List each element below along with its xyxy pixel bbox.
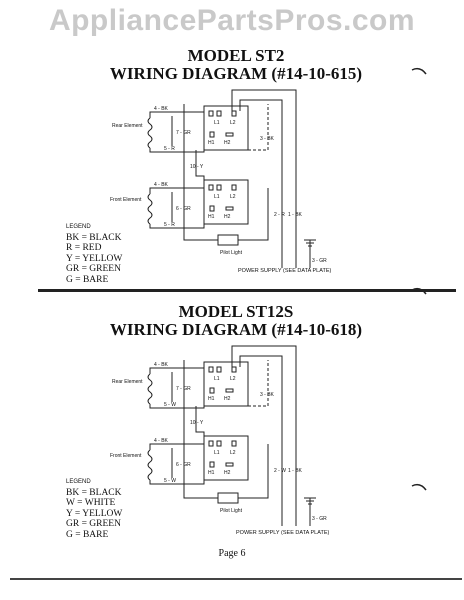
wiring-title-1: WIRING DIAGRAM (#14-10-615) [109, 64, 363, 83]
terminal-h1-1b: H1 [208, 214, 215, 220]
front-switch-box-2 [203, 435, 249, 481]
supply-wire-1-1 [231, 89, 297, 268]
terminal-l2-2: L2 [230, 376, 236, 382]
supply-wire-1-2 [231, 345, 297, 526]
model-title-1: MODEL ST2 [187, 46, 285, 65]
wire-rear-bottom-1: 5 - R [164, 146, 175, 152]
legend-item: BK = BLACK [66, 487, 122, 498]
terminal-l2-1: L2 [230, 120, 236, 126]
front-element-coil-1 [147, 193, 153, 225]
pilot-light-1 [217, 234, 239, 246]
terminal-h2-2: H2 [224, 396, 231, 402]
power-supply-label-1: POWER SUPPLY (SEE DATA PLATE) [238, 268, 331, 274]
legend-item: Y = YELLOW [66, 253, 123, 264]
rear-switch-box-1 [203, 105, 249, 151]
wire-front-bottom-1: 5 - R [164, 222, 175, 228]
terminal-l1-1b: L1 [214, 194, 220, 200]
wiring-title-2: WIRING DIAGRAM (#14-10-618) [109, 320, 363, 339]
wire-rear-side-1: 7 - GR [176, 130, 191, 136]
wire-middle-2: 10 - Y [190, 420, 204, 426]
wire-supply-3-1: 3 - BK [260, 136, 275, 142]
front-element-label-1: Front Element [110, 197, 142, 203]
legend-heading-2: LEGEND [66, 479, 91, 485]
wire-rear-bottom-2: 5 - W [164, 402, 176, 408]
wire-front-top-1: 4 - BK [154, 182, 169, 188]
legend-item: G = BARE [66, 274, 109, 285]
power-supply-label-2: POWER SUPPLY (SEE DATA PLATE) [236, 530, 329, 536]
legend-item: BK = BLACK [66, 232, 122, 243]
front-element-label-2: Front Element [110, 453, 142, 459]
bottom-rule [10, 578, 462, 580]
wire-middle-1: 10 - Y [190, 164, 204, 170]
terminal-l1-2: L1 [214, 376, 220, 382]
wire-front-side-2: 6 - GR [176, 462, 191, 468]
terminal-h2-1b: H2 [224, 214, 231, 220]
legend-item: G = BARE [66, 529, 109, 540]
separator-bar [38, 289, 456, 292]
rear-element-coil-1 [147, 117, 153, 149]
pilot-light-2 [217, 492, 239, 504]
rear-element-label-1: Rear Element [112, 123, 143, 129]
terminal-h2-1: H2 [224, 140, 231, 146]
page-number: Page 6 [218, 548, 246, 559]
terminal-l2-2b: L2 [230, 450, 236, 456]
wire-front-side-1: 6 - GR [176, 206, 191, 212]
terminal-h1-1: H1 [208, 140, 215, 146]
legend-item: GR = GREEN [66, 264, 121, 274]
wire-rear-top-2: 4 - BK [154, 362, 169, 368]
wire-front-bottom-2: 5 - W [164, 478, 176, 484]
wire-ground-1: 3 - GR [312, 258, 327, 264]
terminal-h1-2b: H1 [208, 470, 215, 476]
pilot-light-label-2: Pilot Light [220, 508, 243, 514]
legend-1: LEGEND BK = BLACK R = RED Y = YELLOW GR … [66, 222, 122, 285]
wire-supply-2-1: 2 - R [274, 212, 285, 218]
legend-2: LEGEND BK = BLACK W = WHITE Y = YELLOW G… [66, 477, 122, 540]
legend-item: R = RED [66, 243, 102, 253]
terminal-h1-2: H1 [208, 396, 215, 402]
terminal-l1-1: L1 [214, 120, 220, 126]
rear-element-coil-2 [147, 373, 153, 405]
front-switch-box-1 [203, 179, 249, 225]
legend-item: W = WHITE [66, 498, 116, 508]
wire-supply-1-1: 1 - BK [288, 212, 303, 218]
model-title-2: MODEL ST12S [178, 302, 294, 321]
wire-rear-side-2: 7 - GR [176, 386, 191, 392]
pilot-light-label-1: Pilot Light [220, 250, 243, 256]
watermark: AppliancePartsPros.com [48, 4, 416, 37]
wire-supply-2-2: 2 - W [274, 468, 286, 474]
terminal-h2-2b: H2 [224, 470, 231, 476]
wire-ground-2: 3 - GR [312, 516, 327, 522]
wire-supply-1-2: 1 - BK [288, 468, 303, 474]
front-element-coil-2 [147, 449, 153, 481]
wire-supply-3-2: 3 - BK [260, 392, 275, 398]
rear-element-label-2: Rear Element [112, 379, 143, 385]
legend-item: Y = YELLOW [66, 508, 123, 519]
wire-front-top-2: 4 - BK [154, 438, 169, 444]
diagram-2-wiring [147, 345, 316, 526]
terminal-l2-1b: L2 [230, 194, 236, 200]
rear-switch-box-2 [203, 361, 249, 407]
terminal-l1-2b: L1 [214, 450, 220, 456]
legend-heading-1: LEGEND [66, 224, 91, 230]
diagram-1-wiring [147, 89, 316, 268]
wire-rear-top-1: 4 - BK [154, 106, 169, 112]
legend-item: GR = GREEN [66, 519, 121, 529]
